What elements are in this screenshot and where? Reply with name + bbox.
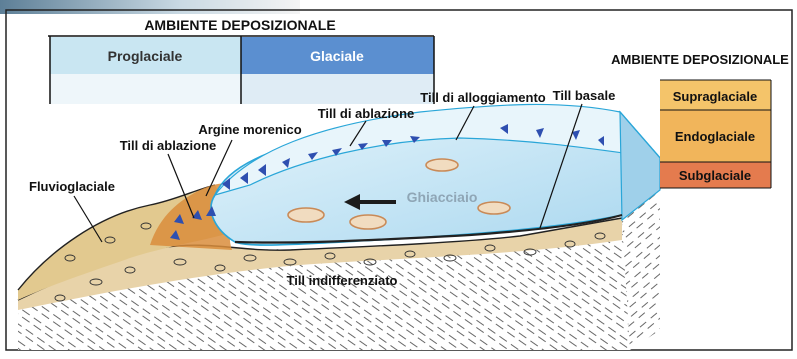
label-till-basale: Till basale (553, 88, 616, 103)
header-cell-glaciale (241, 37, 434, 74)
photo-strip (0, 0, 300, 14)
supraglacial-triangles (222, 124, 604, 190)
legend-label-subglaciale: Subglaciale (679, 168, 751, 183)
till-clasts (54, 222, 606, 302)
legend-item-subglaciale (660, 162, 771, 188)
englacial-debris (287, 158, 511, 230)
label-ghiacciaio: Ghiacciaio (407, 189, 478, 205)
header-label-proglaciale: Proglaciale (108, 48, 183, 64)
label-argine-morenico: Argine morenico (198, 122, 301, 137)
label-till-ablazione-left: Till di ablazione (120, 138, 217, 153)
label-till-ablazione-top: Till di ablazione (318, 106, 415, 121)
legend-label-endoglaciale: Endoglaciale (675, 129, 755, 144)
legend-label-supraglaciale: Supraglaciale (673, 89, 758, 104)
header-label-glaciale: Glaciale (310, 48, 364, 64)
basal-till (234, 213, 623, 244)
legend-item-endoglaciale (660, 110, 771, 162)
left-triangles (170, 206, 216, 240)
legend-title: AMBIENTE DEPOSIZIONALE (611, 52, 789, 67)
ice-flow-arrow (344, 194, 396, 210)
header-cell-proglaciale (50, 37, 241, 74)
header-title: AMBIENTE DEPOSIZIONALE (144, 17, 335, 33)
label-leaders (73, 103, 583, 243)
label-till-indifferenziato: Till indifferenziato (287, 273, 398, 288)
label-fluvioglaciale: Fluvioglaciale (29, 179, 115, 194)
legend-item-supraglaciale (660, 80, 771, 110)
label-till-alloggiamento: Till di alloggiamento (420, 90, 545, 105)
